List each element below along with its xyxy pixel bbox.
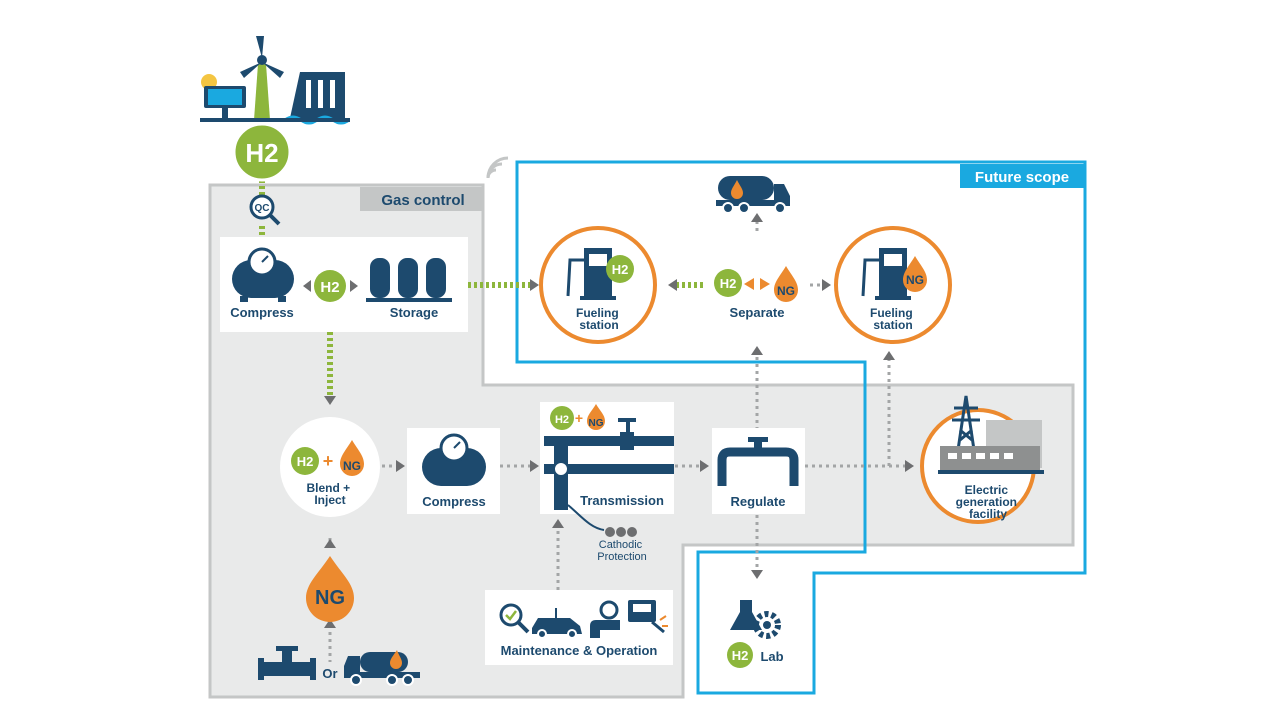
transmission-label: Transmission xyxy=(580,493,664,508)
h2-source-chip: H2 xyxy=(245,138,278,168)
gas-control-label: Gas control xyxy=(381,192,464,209)
ng-drop-fuel-icon xyxy=(903,256,927,292)
plus-transmission: + xyxy=(575,410,583,426)
tanker-truck-bottom-icon xyxy=(344,650,420,686)
service-vehicle-icon xyxy=(532,608,582,639)
transmission-box: H2 + NG Transmission xyxy=(540,402,674,531)
ng-transmission-chip: NG xyxy=(589,418,604,429)
fueling-ng-line2: station xyxy=(873,318,912,332)
cathodic-protection-icon xyxy=(605,527,637,537)
blend-line1: Blend + xyxy=(306,481,350,495)
future-scope-label: Future scope xyxy=(975,169,1069,186)
electric-line3: facility xyxy=(969,507,1007,521)
fueling-h2-line2: station xyxy=(579,318,618,332)
wireless-signal-icon xyxy=(486,156,509,179)
cathodic-line2: Protection xyxy=(597,551,647,563)
electric-line2: generation xyxy=(956,495,1017,509)
compress-mid-box: Compress xyxy=(407,428,500,514)
power-tower-icon xyxy=(952,395,980,451)
h2-transmission-chip: H2 xyxy=(555,414,569,426)
separate-node: H2 NG Separate xyxy=(704,232,810,338)
h2-fuel-chip: H2 xyxy=(612,262,629,277)
ng-separate-chip: NG xyxy=(777,284,795,298)
or-label: Or xyxy=(322,666,337,681)
maintenance-operation-box: Maintenance & Operation xyxy=(485,590,673,665)
regulate-box: Regulate xyxy=(712,428,805,514)
storage-label: Storage xyxy=(390,305,438,320)
blend-line2: Inject xyxy=(314,493,345,507)
welding-torch-icon xyxy=(628,600,668,634)
compress-top-label: Compress xyxy=(230,305,294,320)
fueling-station-ng-label: Fueling station xyxy=(870,306,916,332)
hydro-dam-icon xyxy=(284,72,350,125)
ng-source: NG xyxy=(306,556,354,622)
regulate-label: Regulate xyxy=(731,494,786,509)
blend-inject-label: Blend + Inject xyxy=(306,481,353,507)
inspection-magnifier-icon xyxy=(499,603,530,634)
h2-blend-chip: H2 xyxy=(297,454,314,469)
tanker-truck-icon xyxy=(716,176,790,214)
renewables-source: H2 QC xyxy=(200,20,350,226)
lab-node: H2 Lab xyxy=(707,580,807,680)
fueling-station-h2-label: Fueling station xyxy=(576,306,622,332)
solar-panel-icon xyxy=(201,74,246,118)
h2-compress-chip: H2 xyxy=(320,279,339,296)
gear-icon xyxy=(753,611,781,639)
fueling-station-ng: NG Fueling station xyxy=(834,226,952,344)
quality-check-icon: QC xyxy=(249,194,281,226)
ng-blend-chip: NG xyxy=(343,459,361,473)
cathodic-protection-label: Cathodic Protection xyxy=(597,539,647,563)
separate-label: Separate xyxy=(730,305,785,320)
compress-storage-box: Compress H2 Storage xyxy=(220,237,468,332)
storage-cylinders-icon xyxy=(366,258,452,302)
electric-generation-node: Electric generation facility xyxy=(920,395,1044,524)
plus-blend: + xyxy=(323,451,334,471)
blend-inject-node: H2 + NG Blend + Inject xyxy=(280,417,380,517)
h2-lab-chip: H2 xyxy=(732,648,749,663)
ng-drop-icon xyxy=(774,266,798,302)
ng-source-chip: NG xyxy=(315,587,345,609)
compressor-tank-icon xyxy=(232,247,294,302)
compress-mid-label: Compress xyxy=(422,494,486,509)
fueling-ng-line1: Fueling xyxy=(870,306,913,320)
pipeline-valve-icon xyxy=(258,646,316,680)
pipe-meter-icon xyxy=(590,600,620,638)
wind-turbine-icon xyxy=(240,36,284,120)
ng-fuel-chip: NG xyxy=(906,273,924,287)
fueling-h2-line1: Fueling xyxy=(576,306,619,320)
lab-label: Lab xyxy=(760,649,783,664)
h2-separate-chip: H2 xyxy=(720,276,737,291)
factory-building-icon xyxy=(938,420,1044,474)
cathodic-line1: Cathodic xyxy=(599,539,643,551)
fueling-station-h2: H2 Fueling station xyxy=(539,226,657,344)
electric-generation-label: Electric generation facility xyxy=(956,483,1021,521)
qc-text: QC xyxy=(255,203,270,214)
electric-line1: Electric xyxy=(965,483,1009,497)
future-scope-region: Future scope xyxy=(515,160,1087,695)
maintenance-label: Maintenance & Operation xyxy=(501,643,658,658)
